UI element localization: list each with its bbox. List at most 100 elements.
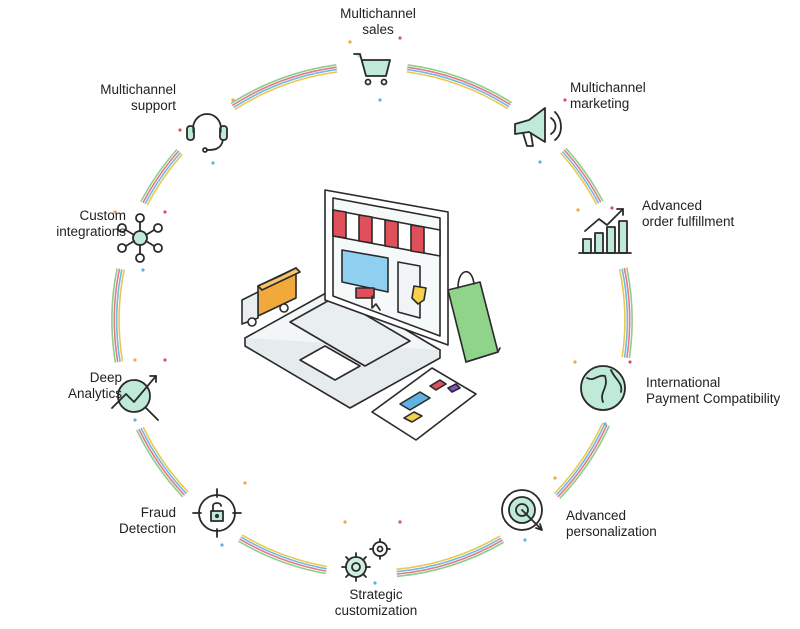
decor-dot xyxy=(573,360,577,364)
ring-arc xyxy=(146,153,183,206)
ring-arc xyxy=(142,150,180,203)
decor-dot xyxy=(243,481,247,485)
shop-door xyxy=(397,261,421,319)
delivery-truck xyxy=(241,267,301,327)
ring-arc xyxy=(396,541,504,578)
feature-icons xyxy=(111,53,632,582)
ring-arc xyxy=(557,424,608,498)
ring-arc xyxy=(115,269,123,362)
shopping-cart-icon xyxy=(353,53,391,86)
ring-arc xyxy=(138,428,185,496)
bar-chart-growth-icon xyxy=(578,208,632,254)
ring-arc xyxy=(230,64,337,104)
ring-arc xyxy=(144,152,181,205)
decor-dot xyxy=(133,418,137,422)
connector-ring xyxy=(111,36,633,585)
hanging-tag xyxy=(411,285,427,305)
decor-dot xyxy=(178,128,182,132)
decor-dot xyxy=(538,160,542,164)
decor-dot xyxy=(523,538,527,542)
ring-arc xyxy=(233,68,338,108)
decor-dot xyxy=(113,210,117,214)
ring-arc xyxy=(619,268,626,358)
ring-arc xyxy=(406,68,510,108)
ring-arc xyxy=(239,538,327,572)
decor-dot xyxy=(628,360,632,364)
ring-arc xyxy=(563,149,602,203)
ring-arc xyxy=(407,66,511,106)
megaphone-icon xyxy=(514,107,562,147)
decor-dot xyxy=(603,422,607,426)
laptop-trackpad xyxy=(299,345,361,381)
ring-arc xyxy=(396,539,503,575)
smartphone xyxy=(371,367,477,441)
ring-arc xyxy=(623,267,631,358)
ring-arc xyxy=(111,268,118,363)
decor-dot xyxy=(348,40,352,44)
decor-dot xyxy=(211,161,215,165)
decor-dot xyxy=(563,98,567,102)
ring-arc xyxy=(554,422,604,494)
ring-arc xyxy=(113,268,121,363)
decor-dot xyxy=(398,520,402,524)
decor-dot xyxy=(231,98,235,102)
decor-dot xyxy=(610,206,614,210)
decor-dot xyxy=(553,476,557,480)
ring-arc xyxy=(140,427,187,494)
ring-arc xyxy=(238,540,326,575)
cursor-icon xyxy=(371,295,381,311)
ring-arc xyxy=(560,152,597,205)
target-icon xyxy=(501,489,543,531)
ring-arc xyxy=(136,429,184,498)
ring-arc xyxy=(241,534,328,568)
shopping-bag xyxy=(447,270,501,363)
network-hub-icon xyxy=(117,213,163,263)
decor-dot xyxy=(141,268,145,272)
decor-dot xyxy=(373,581,377,585)
shop-window xyxy=(341,249,389,293)
decor-dot xyxy=(133,358,137,362)
headset-icon xyxy=(186,113,228,153)
decor-dot xyxy=(576,208,580,212)
ring-arc xyxy=(142,426,189,493)
ring-arc xyxy=(562,151,600,204)
online-store-illustration xyxy=(241,189,501,441)
ring-arc xyxy=(234,71,338,110)
ring-arc xyxy=(232,66,337,106)
ring-arc xyxy=(559,425,610,499)
ring-arc xyxy=(396,537,502,573)
padlock-crosshair-icon xyxy=(192,488,242,538)
gears-icon xyxy=(341,538,391,582)
decor-dot xyxy=(220,543,224,547)
shop-awning xyxy=(332,209,441,257)
ring-arc xyxy=(396,535,501,570)
ring-arc xyxy=(118,269,125,362)
price-tag xyxy=(355,287,375,299)
ring-arc xyxy=(407,64,512,104)
decor-dot xyxy=(163,358,167,362)
ring-arc xyxy=(406,71,508,110)
ring-arc xyxy=(621,268,629,358)
decor-dot xyxy=(378,98,382,102)
decor-dot xyxy=(343,520,347,524)
decor-dot xyxy=(163,210,167,214)
ring-arc xyxy=(140,149,178,202)
ring-arc xyxy=(626,267,633,359)
ring-arc xyxy=(240,536,327,570)
ring-arc xyxy=(555,423,606,496)
magnifier-trend-icon xyxy=(111,375,159,421)
globe-icon xyxy=(580,365,626,411)
ring-arc xyxy=(565,148,604,202)
decor-dot xyxy=(398,36,402,40)
